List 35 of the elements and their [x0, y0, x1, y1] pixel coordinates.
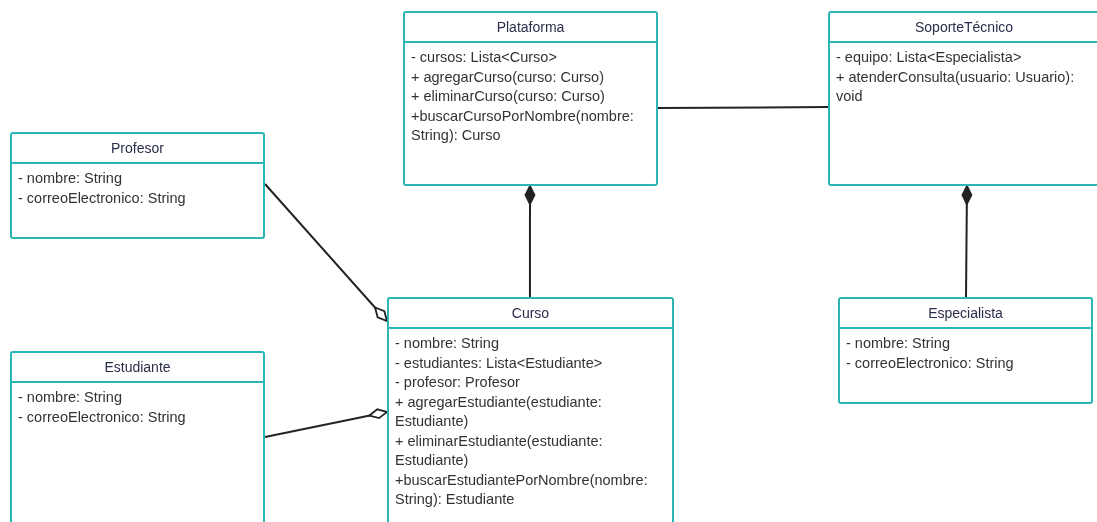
- class-name: SoporteTécnico: [830, 13, 1097, 43]
- class-name: Profesor: [12, 134, 263, 164]
- class-box: [403, 11, 658, 186]
- class-name: Curso: [389, 299, 672, 329]
- class-member: +buscarCursoPorNombre(nombre: String): Curso: [411, 106, 635, 145]
- class-member: - profesor: Profesor: [395, 373, 521, 392]
- class-member: + eliminarCurso(curso: Curso): [411, 87, 606, 106]
- class-box: [838, 297, 1093, 404]
- association-line: [961, 185, 973, 298]
- class-box: [828, 11, 1097, 186]
- connector-line: [657, 106, 829, 109]
- class-member: - nombre: String: [846, 334, 951, 353]
- class-member: + agregarCurso(curso: Curso): [411, 67, 605, 87]
- class-member: - nombre: String: [395, 334, 500, 353]
- class-member: - correoElectronico: String: [18, 188, 187, 208]
- class-member: - cursos: Lista<Curso>: [411, 48, 558, 67]
- class-member: - correoElectronico: String: [846, 353, 1015, 373]
- class-name: Plataforma: [405, 13, 656, 43]
- class-name: Especialista: [840, 299, 1091, 329]
- association-line: [264, 183, 388, 322]
- class-name: Estudiante: [12, 353, 263, 383]
- class-member: - correoElectronico: String: [18, 407, 187, 427]
- class-member: - estudiantes: Lista<Estudiante>: [395, 353, 604, 373]
- class-member: +buscarEstudiantePorNombre(nombre: String): Estudiante: [395, 470, 649, 509]
- association-line: [264, 408, 388, 439]
- association-line: [524, 185, 536, 298]
- class-member: + agregarEstudiante(estudiante: Estudiante): [395, 392, 603, 431]
- class-box: [10, 132, 265, 239]
- class-member: - nombre: String: [18, 388, 123, 407]
- class-member: - nombre: String: [18, 169, 123, 188]
- class-member: + atenderConsulta(usuario: Usuario): void: [836, 67, 1076, 106]
- class-member: + eliminarEstudiante(estudiante: Estudiante): [395, 431, 604, 470]
- class-box: [387, 297, 674, 522]
- class-box: [10, 351, 265, 522]
- class-member: - equipo: Lista<Especialista>: [836, 48, 1023, 67]
